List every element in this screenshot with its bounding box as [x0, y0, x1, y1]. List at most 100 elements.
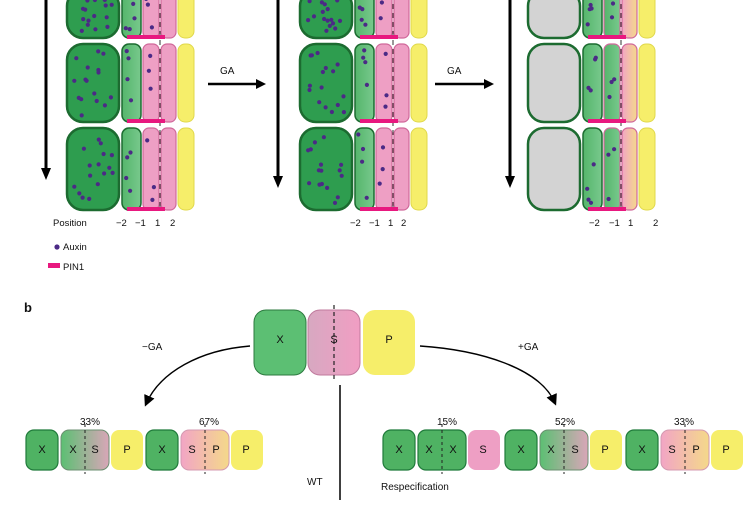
outer-cell [65, 0, 121, 40]
auxin-dot [380, 145, 386, 150]
cell-minus1 [375, 0, 393, 39]
cell-label: S [91, 444, 99, 456]
auxin-dot [383, 104, 388, 109]
auxin-dot [101, 51, 106, 56]
auxin-dot [85, 22, 90, 27]
position-label: Position [53, 218, 87, 229]
auxin-dot [319, 168, 324, 173]
auxin-dot [329, 17, 334, 22]
auxin-dot [322, 16, 327, 22]
cell-label: P [212, 444, 220, 456]
ga-arrowhead [484, 79, 494, 89]
auxin-dot [312, 140, 317, 145]
auxin-dot [107, 165, 112, 170]
ga-arrowhead [256, 79, 266, 89]
auxin-dot [586, 85, 591, 90]
auxin-dot [145, 2, 150, 7]
small-cell-x [25, 429, 59, 471]
cell-minus1 [603, 127, 621, 211]
small-cell-x [382, 429, 416, 471]
auxin-dot [92, 0, 97, 3]
auxin-dot [125, 155, 130, 160]
auxin-dot [380, 167, 385, 172]
minus-ga-arrow [144, 345, 251, 407]
cell-label: P [601, 444, 609, 456]
auxin-dot [151, 185, 156, 190]
auxin-dot [359, 17, 364, 22]
small-cell-x [504, 429, 538, 471]
auxin-dot [150, 197, 155, 202]
cell-plus1 [621, 127, 638, 211]
cell-label: X [449, 444, 457, 456]
ga-label-1: GA [220, 66, 235, 77]
legend-pin1-label: PIN1 [63, 262, 85, 273]
auxin-dot [335, 0, 340, 3]
auxin-dot [585, 22, 590, 27]
cell-minus2 [582, 43, 603, 123]
auxin-dot [80, 195, 85, 200]
cell-plus2 [177, 0, 195, 39]
auxin-dot [109, 2, 114, 7]
cell-minus1 [142, 0, 160, 39]
auxin-dot [379, 0, 384, 5]
cell-minus2 [121, 127, 142, 211]
auxin-dot [87, 163, 92, 168]
auxin-dot [96, 49, 101, 54]
position-tick: −2 [589, 218, 600, 229]
legend-auxin-dot [54, 244, 60, 250]
cell-plus2 [177, 127, 195, 211]
position-tick: 1 [155, 218, 161, 229]
auxin-dot [105, 24, 110, 29]
cell-minus2 [354, 0, 375, 39]
position-tick: 2 [170, 218, 176, 229]
auxin-dot [145, 138, 150, 143]
auxin-dot [103, 3, 108, 8]
cell-plus1 [621, 0, 638, 39]
auxin-dot [148, 86, 153, 91]
auxin-dot [85, 0, 90, 3]
auxin-dot [98, 141, 103, 146]
auxin-dot [315, 50, 320, 56]
pin1-bar [360, 119, 398, 123]
auxin-dot [361, 55, 366, 60]
auxin-dot [329, 109, 334, 115]
group-percent: 33% [80, 417, 101, 428]
auxin-dot [319, 85, 324, 90]
position-tick: −1 [609, 218, 620, 229]
cell-minus2 [354, 43, 375, 123]
auxin-dot [335, 102, 340, 108]
auxin-dot [131, 1, 136, 6]
position-tick: 1 [628, 218, 634, 229]
auxin-dot [128, 150, 133, 155]
auxin-dot [74, 56, 79, 61]
outer-cell [526, 42, 582, 124]
plus-ga-label: +GA [518, 342, 539, 353]
top-cell-p [363, 310, 415, 375]
cell-plus2 [638, 0, 656, 39]
group-percent: 52% [555, 417, 576, 428]
cell-minus2 [582, 127, 603, 211]
auxin-dot [128, 188, 133, 193]
small-cell-s [468, 430, 500, 470]
cell-label: P [692, 444, 700, 456]
auxin-dot [609, 15, 615, 20]
outer-cell [65, 42, 121, 124]
auxin-dot [102, 103, 107, 108]
auxin-dot [80, 6, 86, 11]
auxin-dot [325, 185, 330, 190]
auxin-dot [360, 146, 366, 152]
position-tick: −2 [350, 218, 361, 229]
legend-auxin-label: Auxin [63, 242, 87, 253]
wt-label: WT [307, 477, 323, 488]
position-tick: 2 [653, 218, 659, 229]
auxin-dot [364, 195, 369, 200]
cell-plus2 [638, 43, 656, 123]
pin1-bar [588, 207, 626, 211]
auxin-dot [317, 100, 322, 105]
cell-label: S [668, 444, 676, 456]
auxin-dot [360, 159, 365, 164]
auxin-dot [72, 78, 77, 83]
auxin-dot [96, 67, 101, 73]
